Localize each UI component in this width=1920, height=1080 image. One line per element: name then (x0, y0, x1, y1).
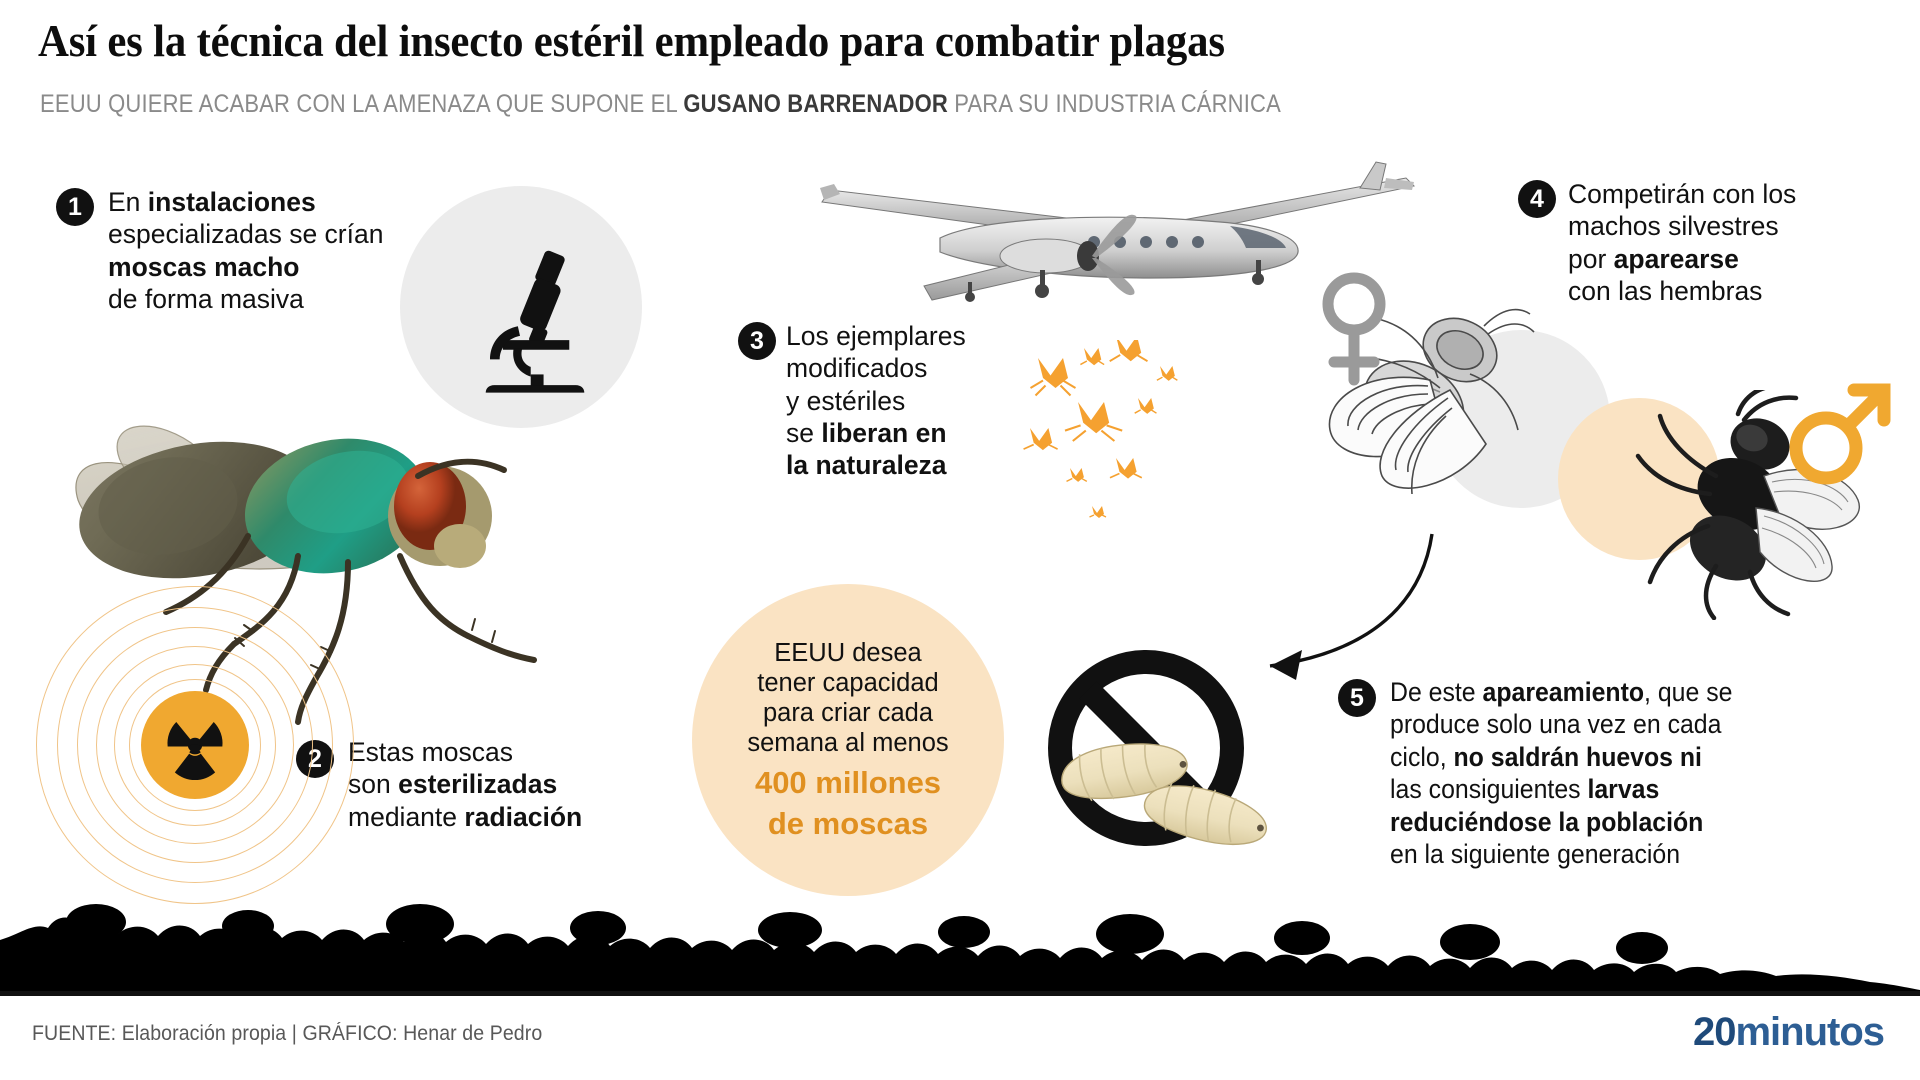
step-4-badge: 4 (1518, 180, 1556, 218)
step-line: moscas macho (108, 251, 486, 283)
step-text-strong: la naturaleza (786, 450, 947, 481)
step-line: por aparearse (1568, 243, 1918, 275)
step-text-strong: reduciéndose la población (1390, 806, 1704, 837)
step-text-run: en la siguiente generación (1390, 838, 1681, 869)
step-text-strong: aparearse (1613, 243, 1739, 274)
radiation-icon (141, 691, 249, 799)
step-line: De este apareamiento, que se (1390, 676, 1876, 708)
step-text-run: modificados (786, 353, 928, 384)
step-line: Competirán con los (1568, 178, 1918, 210)
step-line: en la siguiente generación (1390, 838, 1876, 870)
step-3-badge: 3 (738, 322, 776, 360)
curved-arrow-icon (1269, 533, 1434, 680)
step-line: reduciéndose la población (1390, 806, 1876, 838)
stat-line-3: para criar cada (762, 698, 934, 727)
subtitle-part-1: EEUU QUIERE ACABAR CON LA AMENAZA QUE SU… (40, 90, 684, 118)
step-text-strong: apareamiento (1482, 677, 1645, 707)
female-fly-illustration (1328, 308, 1535, 495)
step-line: especializadas se crían (108, 218, 486, 250)
logo-number: 20 (1692, 1010, 1736, 1054)
step-text-run: de forma masiva (108, 283, 304, 314)
step-line: Estas moscas (348, 736, 716, 768)
step-text-run: Competirán con los (1568, 179, 1797, 209)
step-text-run: Los ejemplares (786, 321, 966, 351)
step-line: la naturaleza (786, 449, 1028, 481)
stat-highlight-1: 400 millones (754, 764, 942, 800)
female-symbol-icon (1322, 272, 1386, 386)
stat-callout-circle: EEUU desea tener capacidad para criar ca… (692, 584, 1004, 896)
step-text-run: con las hembras (1568, 275, 1763, 306)
page-subtitle: EEUU QUIERE ACABAR CON LA AMENAZA QUE SU… (40, 90, 1413, 119)
step-line: machos silvestres (1568, 210, 1918, 242)
step-text-run: ciclo, (1390, 741, 1454, 772)
step-text-run: produce solo una vez en cada (1390, 709, 1722, 740)
footer-divider (0, 991, 1920, 996)
footer: FUENTE: Elaboración propia | GRÁFICO: He… (0, 996, 1920, 1080)
no-larva-icon (1048, 650, 1268, 846)
step-line: ciclo, no saldrán huevos ni (1390, 741, 1876, 773)
step-line: con las hembras (1568, 275, 1918, 307)
step-line: En instalaciones (108, 186, 486, 218)
step-line: de forma masiva (108, 283, 486, 315)
stat-highlight-2: de moscas (767, 805, 929, 841)
step-text-run: se (786, 417, 822, 448)
microscope-icon (485, 250, 585, 393)
brand-logo: 20minutos (1692, 1010, 1885, 1055)
green-bottle-fly-illustration (75, 425, 537, 725)
step-text-strong: liberan en (821, 417, 947, 448)
swarm-of-flies-icon (1023, 340, 1178, 518)
step-line: Los ejemplares (786, 320, 1028, 352)
step-text-strong: radiación (464, 801, 583, 832)
airplane-icon (820, 161, 1416, 302)
step-text-run: y estériles (786, 385, 906, 416)
step-text-run: por (1568, 243, 1614, 274)
logo-word: minutos (1735, 1010, 1885, 1054)
step-5-badge: 5 (1338, 679, 1376, 717)
step-text-strong: esterilizadas (398, 769, 558, 800)
step-line: se liberan en (786, 417, 1028, 449)
step-text-run: especializadas se crían (108, 219, 384, 250)
step-text-run: las consiguientes (1390, 774, 1588, 805)
credit-text: FUENTE: Elaboración propia | GRÁFICO: He… (32, 1022, 543, 1045)
step-1-badge: 1 (56, 188, 94, 226)
step-text-run: son (348, 769, 399, 800)
step-text-strong: no saldrán huevos ni (1453, 741, 1702, 772)
step-line: las consiguientes larvas (1390, 773, 1876, 805)
step-text-run: machos silvestres (1568, 211, 1779, 242)
step-text-strong: moscas macho (108, 251, 300, 282)
step-text-strong: larvas (1587, 774, 1660, 805)
radiation-rings (30, 580, 360, 910)
step-line: son esterilizadas (348, 768, 716, 800)
stat-line-2: tener capacidad (757, 669, 939, 698)
step-text-run: En (108, 187, 148, 217)
subtitle-highlight: GUSANO BARRENADOR (683, 90, 948, 118)
male-symbol-icon (1789, 383, 1891, 485)
stat-line-1: EEUU desea (774, 639, 922, 668)
subtitle-part-2: PARA SU INDUSTRIA CÁRNICA (947, 90, 1281, 118)
stat-line-4: semana al menos (747, 728, 949, 757)
step-line: y estériles (786, 385, 1028, 417)
step-line: modificados (786, 352, 1028, 384)
step-text-run: , que se (1644, 677, 1733, 707)
vegetation-silhouette (0, 904, 1920, 994)
step-text-run: De este (1390, 677, 1483, 707)
male-fly-illustration (1635, 390, 1860, 620)
step-text-strong: instalaciones (147, 187, 316, 217)
page-title: Así es la técnica del insecto estéril em… (38, 15, 1225, 66)
step-text-run: mediante (348, 801, 465, 832)
step-line: mediante radiación (348, 801, 716, 833)
step-line: produce solo una vez en cada (1390, 708, 1876, 740)
step-text-run: Estas moscas (348, 737, 513, 767)
